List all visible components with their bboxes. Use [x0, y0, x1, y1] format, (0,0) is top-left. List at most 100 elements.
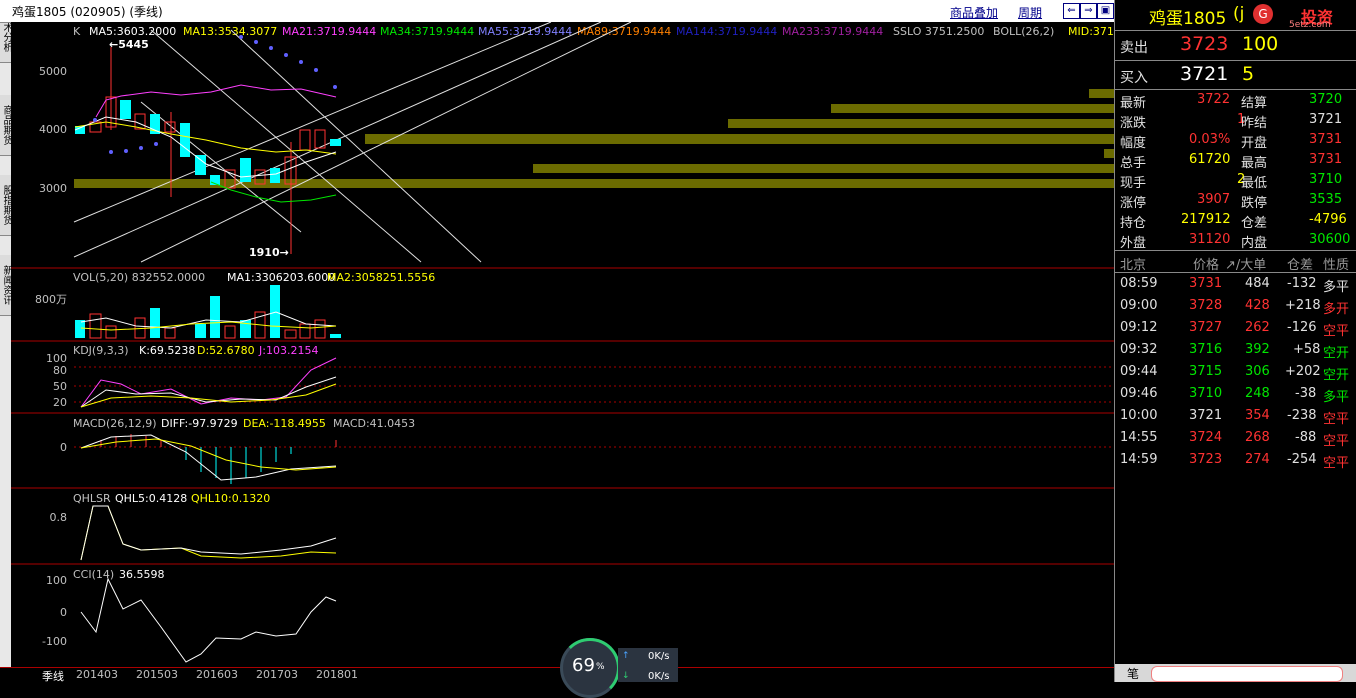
stat-row-8: 外盘 31120 内盘 30600: [1115, 230, 1356, 251]
kline-y-4000: 4000: [39, 123, 67, 136]
tick-row: 10:00 3721 354 -238 空平: [1115, 405, 1356, 427]
kdj-y-50: 50: [53, 380, 67, 393]
kdj-y-80: 80: [53, 364, 67, 377]
stat-row-4: 总手 61720 最高 3731: [1115, 150, 1356, 171]
tick-cell: 3728: [1189, 298, 1223, 313]
macd-y-0: 0: [60, 441, 67, 454]
stat-label: 外盘: [1120, 236, 1147, 251]
tick-cell: 3724: [1189, 430, 1223, 445]
channel-down-3: [140, 101, 302, 233]
tick-cell: +202: [1285, 364, 1321, 379]
kline-ind-ma13: MA13:3534.3077: [183, 25, 278, 38]
tick-cell: 3710: [1189, 386, 1223, 401]
stat-row-7: 持仓 217912 仓差 -4796: [1115, 210, 1356, 231]
macd-dea: [80, 438, 337, 471]
channel-up-3: [140, 22, 632, 263]
kdj-y-20: 20: [53, 396, 67, 409]
tick-cell: 空平: [1323, 412, 1350, 427]
candle-13: [254, 169, 266, 185]
macd-ind-main: MACD(26,12,9): [73, 417, 157, 430]
stat-label: 涨跌: [1120, 116, 1147, 131]
tab-index-futures[interactable]: 股指期货: [0, 175, 12, 236]
logo-sub: 5etz.com: [1289, 20, 1331, 30]
tick-cell: 09:32: [1120, 342, 1158, 357]
tick-cell: +58: [1293, 342, 1321, 357]
ma13-line: [74, 121, 337, 155]
tick-row: 09:46 3710 248 -38 多平: [1115, 383, 1356, 405]
tick-cell: 多开: [1323, 302, 1350, 317]
vol-ind-main: VOL(5,20) 832552.0000: [73, 271, 206, 284]
stat-value: 3721: [1309, 112, 1343, 127]
candle-9: [195, 155, 206, 175]
kline-ind-ma144: MA144:3719.9444: [676, 25, 778, 38]
buy-price[interactable]: 3721: [1180, 63, 1229, 85]
tick-cell: 248: [1245, 386, 1270, 401]
tab-technical-analysis[interactable]: 技术分析: [0, 2, 12, 63]
tick-row: 09:44 3715 306 +202 空开: [1115, 361, 1356, 383]
stat-value: 3720: [1309, 92, 1343, 107]
tick-header-time: 北京: [1120, 258, 1147, 273]
upload-speed: 0K/s: [648, 651, 670, 662]
tick-cell: 268: [1245, 430, 1270, 445]
tick-cell: 09:00: [1120, 298, 1158, 313]
tick-header-volume: ↗/大单: [1225, 258, 1267, 273]
chart-area[interactable]: K MA5:3603.2000 MA13:3534.3077 MA21:3719…: [11, 22, 1121, 667]
stat-value: -4796: [1309, 212, 1347, 227]
network-speed-widget[interactable]: 69 % ↑ 0K/s ↓ 0K/s: [560, 638, 680, 698]
qhlsr-ind-main: QHLSR: [73, 492, 111, 505]
sell-price[interactable]: 3723: [1180, 33, 1229, 55]
tick-cell: 空开: [1323, 368, 1350, 383]
stat-value: 3535: [1309, 192, 1343, 207]
kdj-j: [80, 357, 337, 408]
tab-tick[interactable]: 笔: [1127, 667, 1140, 681]
channel-down-1: [150, 29, 422, 263]
stat-row-3: 幅度 0.03% 开盘 3731: [1115, 130, 1356, 151]
tick-cell: 262: [1245, 320, 1270, 335]
tab-commodity-futures[interactable]: 商品期货: [0, 95, 12, 156]
scroll-left-button[interactable]: ⇐: [1063, 3, 1080, 19]
qhl5-line: [80, 505, 337, 561]
quote-bottom-input[interactable]: [1151, 666, 1343, 682]
stat-row-2: 涨跌 1 昨结 3721: [1115, 110, 1356, 131]
tick-row: 14:55 3724 268 -88 空平: [1115, 427, 1356, 449]
quote-bottom-tabs: 笔: [1115, 664, 1356, 682]
volume-profile-bars: [74, 89, 1114, 188]
tick-list: 08:59 3731 484 -132 多平 09:00 3728 428 +2…: [1115, 273, 1356, 473]
download-speed: 0K/s: [648, 671, 670, 682]
stat-label: 现手: [1120, 176, 1147, 191]
tick-cell: -254: [1287, 452, 1317, 467]
tick-header-diff: 仓差: [1287, 258, 1314, 273]
kline-high-mark: ←5445: [109, 38, 149, 51]
cci-y-0: 0: [60, 606, 67, 619]
maximize-button[interactable]: ▣: [1097, 3, 1114, 19]
buy-label: 买入: [1120, 70, 1148, 86]
kdj-y-100: 100: [46, 352, 67, 365]
tick-row: 09:00 3728 428 +218 多开: [1115, 295, 1356, 317]
x-label-201403: 201403: [76, 668, 118, 681]
speed-panel: [618, 648, 678, 682]
overlay-commodity-link[interactable]: 商品叠加: [950, 6, 999, 20]
kdj-ind-j: J:103.2154: [259, 344, 319, 357]
logo-text: 投资: [1301, 8, 1334, 27]
scroll-right-button[interactable]: ⇒: [1080, 3, 1097, 19]
tick-cell: 10:00: [1120, 408, 1158, 423]
macd-neg-bars: [185, 447, 292, 484]
stat-label: 最新: [1120, 96, 1147, 111]
speed-percent-unit: %: [596, 662, 605, 672]
stat-value: 217912: [1181, 212, 1231, 227]
vp-bar-4: [365, 134, 1114, 144]
candle-8: [180, 123, 190, 157]
stat-label: 昨结: [1241, 116, 1268, 131]
tick-cell: 428: [1245, 298, 1270, 313]
stat-row-5: 现手 2 最低 3710: [1115, 170, 1356, 191]
tab-news[interactable]: 新闻资讯: [0, 255, 12, 316]
kdj-d: [80, 383, 337, 408]
period-label[interactable]: 季线: [42, 670, 64, 683]
candle-1: [75, 126, 85, 134]
vol-ma1: [80, 311, 337, 329]
macd-ind-dea: DEA:-118.4955: [243, 417, 326, 430]
channel-up-1: [73, 22, 552, 223]
period-link[interactable]: 周期: [1018, 6, 1043, 20]
macd-diff: [80, 434, 337, 481]
cci-ind-value: 36.5598: [119, 568, 165, 581]
